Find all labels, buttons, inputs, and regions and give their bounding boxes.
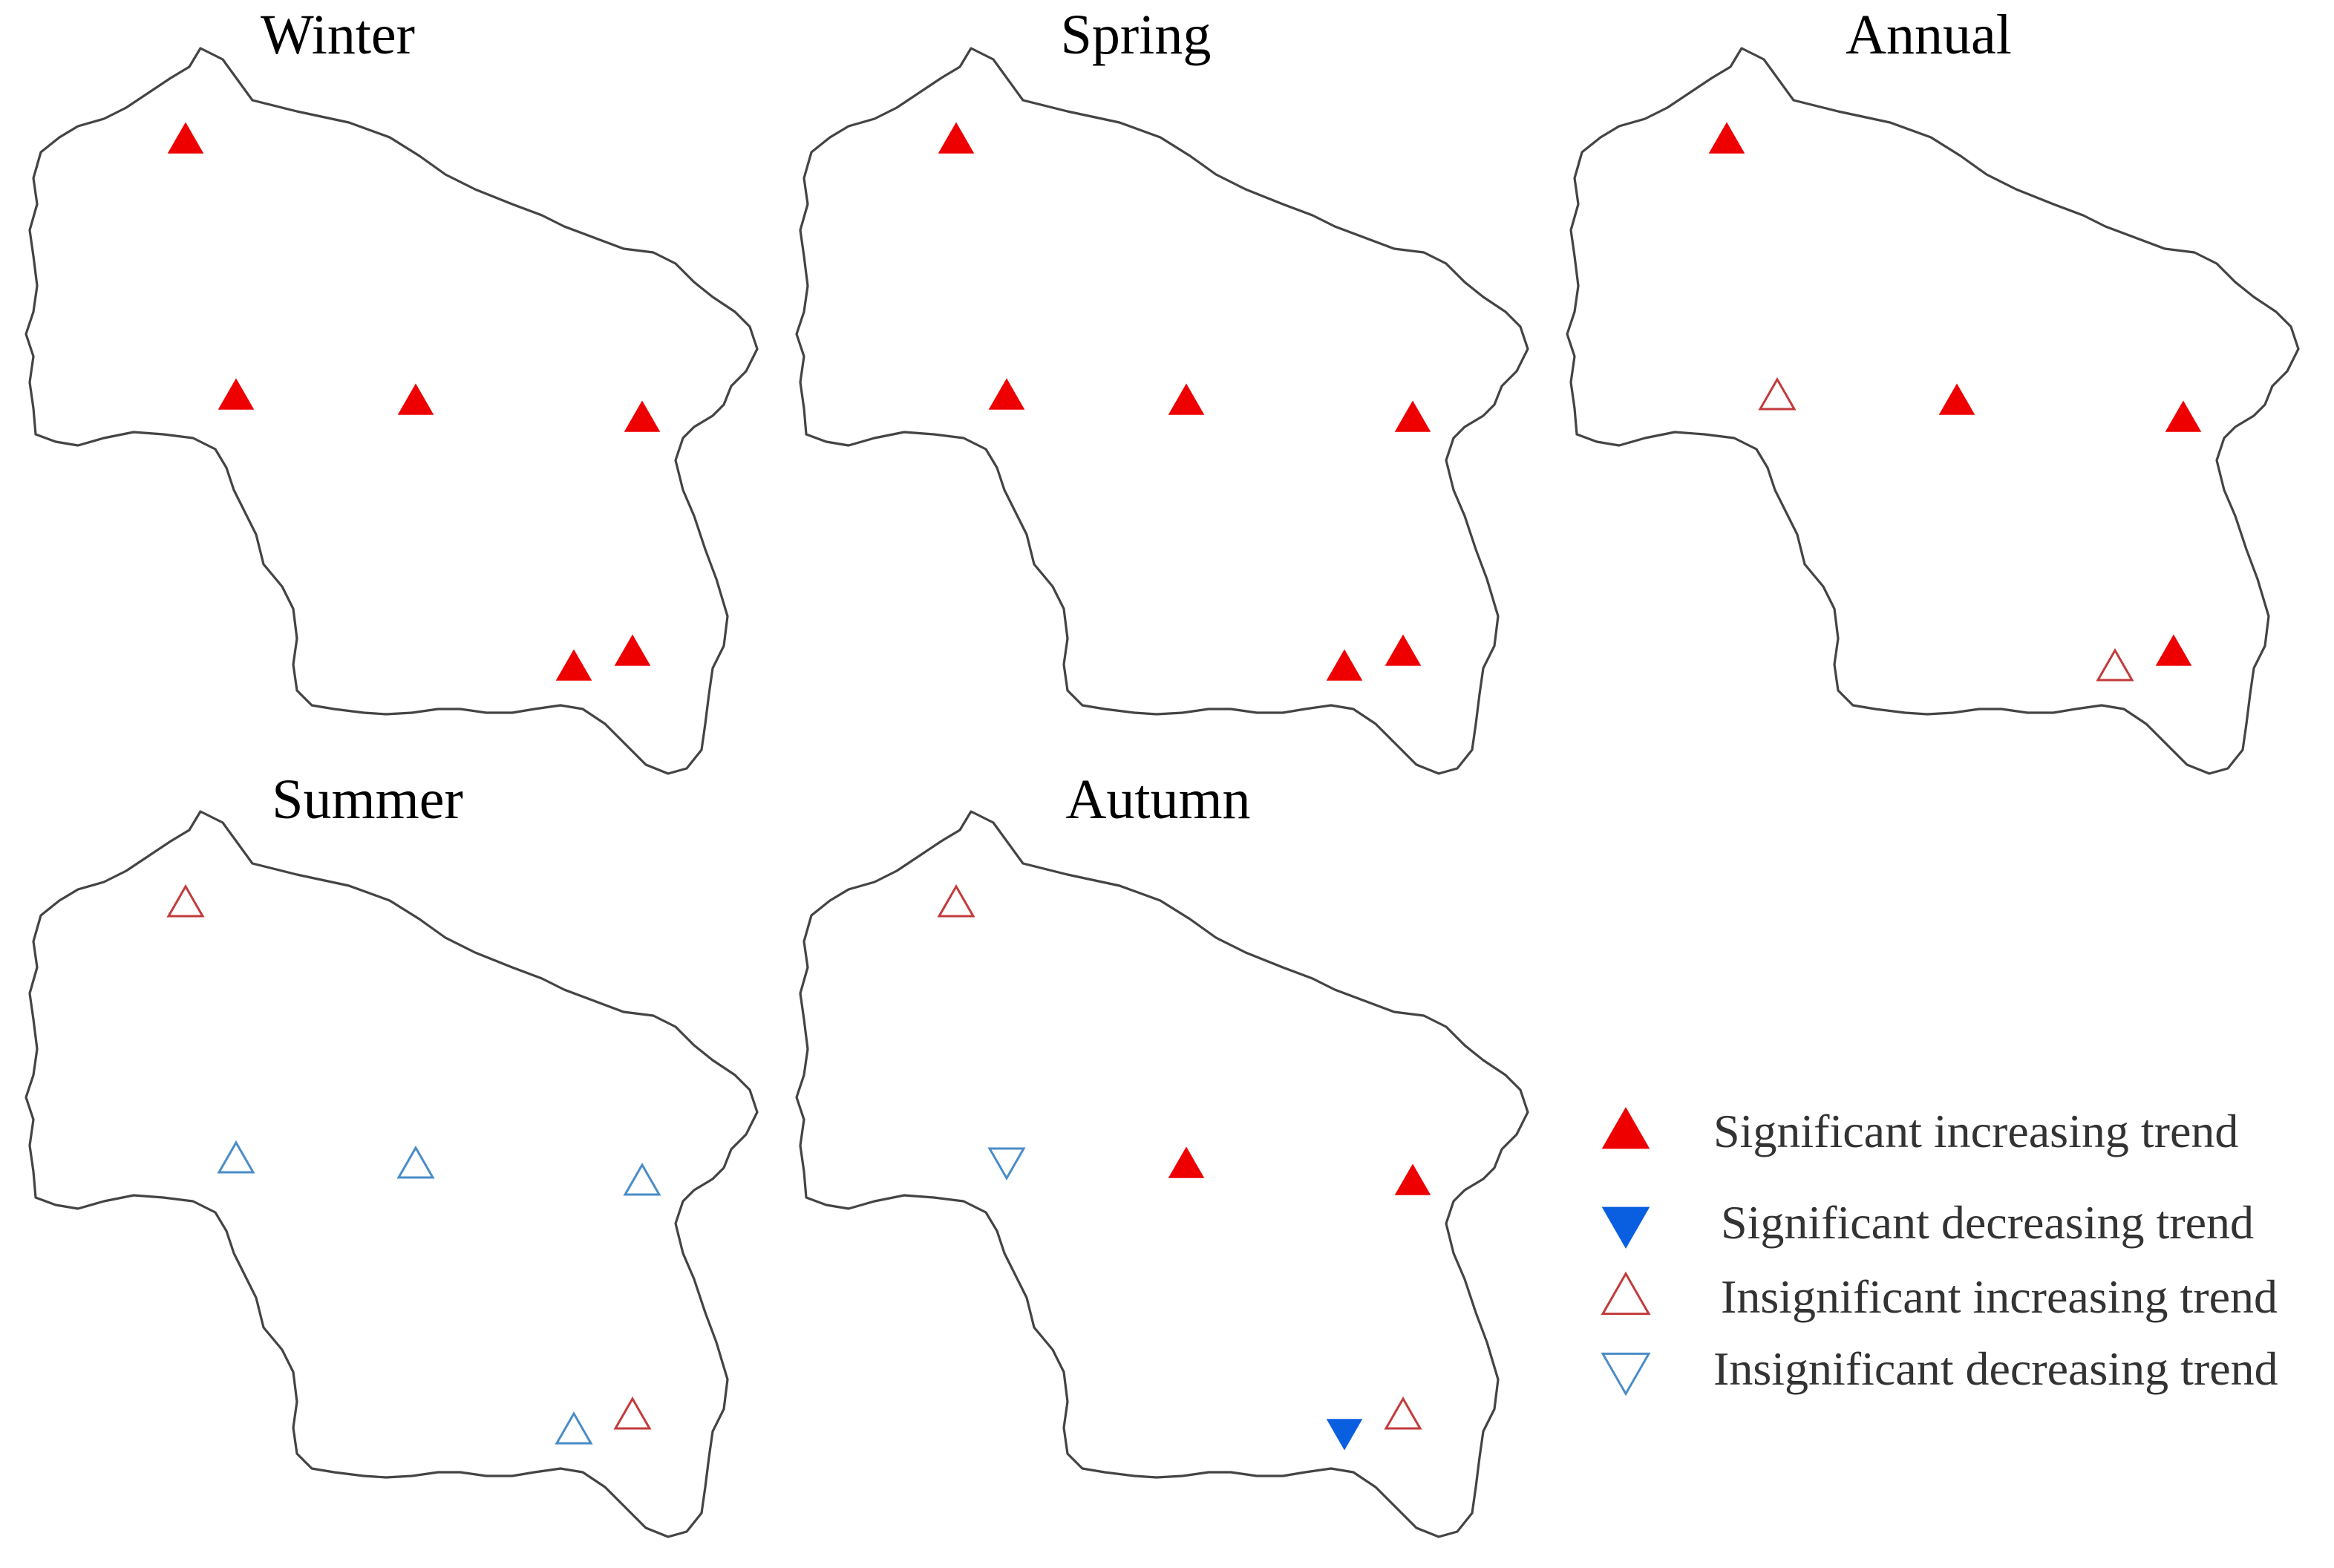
station-marker-4 (624, 400, 661, 432)
station-marker-2 (218, 378, 255, 410)
station-marker-4 (1394, 400, 1431, 432)
legend-item-sig-decrease: Significant decreasing trend (1601, 1196, 2254, 1249)
station-marker-5 (555, 1411, 593, 1445)
panel-title: Annual (1846, 4, 2012, 66)
station-marker-3 (396, 1145, 435, 1179)
panel-title: Spring (1061, 4, 1212, 66)
station-marker-5 (1326, 1419, 1363, 1451)
legend-symbol (1601, 1107, 1650, 1149)
map-panel-autumn: Autumn (795, 768, 1529, 1538)
panel-title: Autumn (1065, 768, 1250, 831)
legend-item-insig-decrease: Insignificant decreasing trend (1601, 1342, 2278, 1396)
station-marker-6 (614, 634, 651, 666)
legend-label: Insignificant decreasing trend (1713, 1342, 2278, 1395)
station-marker-1 (1708, 122, 1745, 154)
station-marker-1 (167, 122, 204, 154)
legend-item-sig-increase: Significant increasing trend (1601, 1105, 2238, 1157)
station-marker-5 (555, 649, 592, 681)
station-marker-2 (988, 378, 1025, 410)
station-marker-6 (2155, 634, 2192, 666)
station-marker-6 (1384, 1396, 1422, 1430)
panel-title: Summer (272, 768, 463, 831)
station-marker-3 (1168, 1146, 1205, 1178)
legend-item-insig-increase: Insignificant increasing trend (1601, 1270, 2278, 1323)
station-marker-4 (2165, 400, 2202, 432)
station-marker-4 (1394, 1163, 1431, 1195)
station-marker-3 (1938, 383, 1975, 415)
legend: Significant increasing trendSignificant … (1601, 1105, 2278, 1396)
panel-title: Winter (261, 4, 415, 66)
station-marker-2 (1758, 376, 1797, 411)
map-panel-winter: Winter (24, 4, 759, 775)
map-panel-spring: Spring (795, 4, 1529, 775)
map-panel-annual: Annual (1566, 4, 2300, 775)
legend-label: Significant decreasing trend (1721, 1196, 2254, 1249)
legend-label: Significant increasing trend (1713, 1105, 2238, 1157)
station-marker-5 (2096, 647, 2134, 682)
legend-symbol (1601, 1352, 1651, 1396)
station-marker-1 (166, 883, 205, 918)
station-marker-3 (1168, 383, 1205, 415)
station-marker-4 (623, 1162, 661, 1196)
station-marker-6 (1385, 634, 1422, 666)
station-marker-5 (1326, 649, 1363, 681)
station-marker-2 (217, 1140, 255, 1174)
station-marker-3 (397, 383, 434, 415)
station-marker-6 (613, 1396, 652, 1430)
legend-symbol (1601, 1206, 1650, 1249)
station-marker-2 (987, 1147, 1026, 1181)
station-marker-1 (938, 122, 975, 154)
station-marker-1 (937, 883, 975, 918)
map-panel-summer: Summer (24, 768, 759, 1538)
legend-label: Insignificant increasing trend (1721, 1270, 2278, 1323)
legend-symbol (1601, 1271, 1651, 1316)
